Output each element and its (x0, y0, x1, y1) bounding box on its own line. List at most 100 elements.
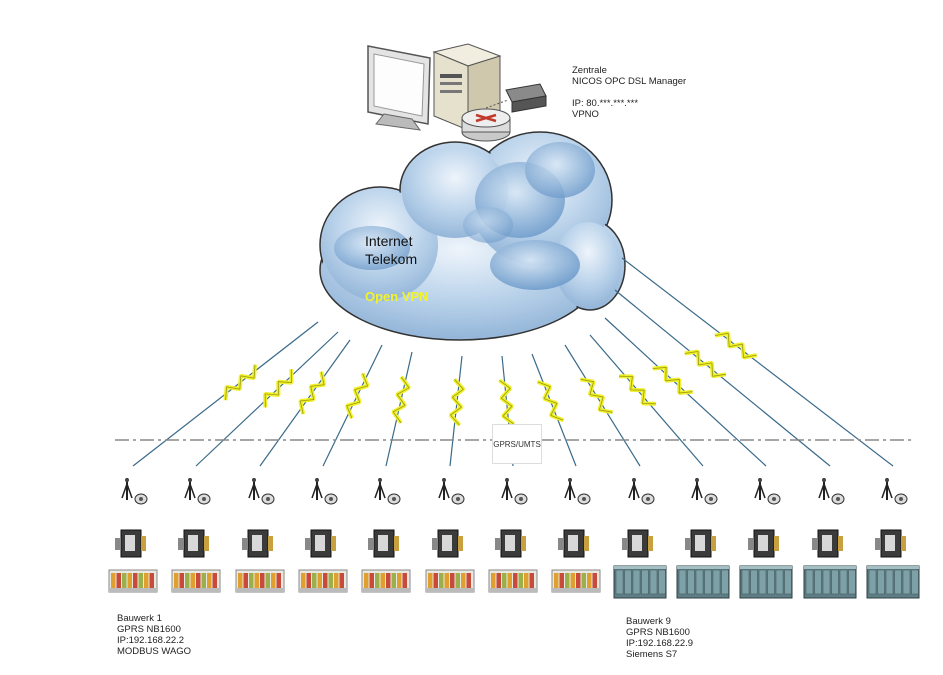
modem-icon (767, 493, 781, 505)
wago-plc-icon (425, 569, 475, 593)
wireless-link (449, 355, 465, 467)
remote-site (488, 478, 538, 593)
cloud-label-telekom: Telekom (365, 251, 418, 267)
antenna-icon (248, 478, 260, 500)
modem-icon (894, 493, 908, 505)
antenna-icon (374, 478, 386, 500)
router-icon (461, 108, 511, 142)
modem-icon (134, 493, 148, 505)
remote-site (739, 478, 793, 599)
gateway-router-icon (305, 529, 336, 558)
wireless-link (604, 317, 767, 467)
remote-sites (108, 478, 920, 599)
antenna-icon (691, 478, 703, 500)
remote-site (676, 478, 730, 599)
gateway-router-icon (432, 529, 463, 558)
central-title: Zentrale (572, 65, 607, 76)
modem-icon (704, 493, 718, 505)
wago-plc-icon (298, 569, 348, 593)
modem-icon (324, 493, 338, 505)
modem-icon (451, 493, 465, 505)
modem-icon (577, 493, 591, 505)
wago-plc-icon (361, 569, 411, 593)
wago-plc-icon (488, 569, 538, 593)
antenna-icon (438, 478, 450, 500)
site-right-name: Bauwerk 9 (626, 616, 671, 627)
central-subtitle: NICOS OPC DSL Manager (572, 76, 687, 87)
wireless-link (259, 339, 351, 467)
internet-cloud (319, 131, 626, 341)
antenna-icon (311, 478, 323, 500)
site-left-ip: IP:192.168.22.2 (117, 635, 185, 646)
monitor-icon (367, 45, 431, 131)
siemens-s7-plc-icon (739, 565, 793, 599)
wago-plc-icon (235, 569, 285, 593)
modem-icon (197, 493, 211, 505)
antenna-icon (818, 478, 830, 500)
antenna-icon (881, 478, 893, 500)
remote-site (361, 478, 411, 593)
gateway-router-icon (178, 529, 209, 558)
gateway-router-icon (368, 529, 399, 558)
site-right-protocol: Siemens S7 (626, 649, 678, 660)
siemens-s7-plc-icon (613, 565, 667, 599)
site-left-protocol: MODBUS WAGO (117, 646, 192, 657)
wireless-link (385, 351, 413, 467)
switch-icon (505, 83, 547, 113)
remote-site (613, 478, 667, 599)
remote-site (866, 478, 920, 599)
wireless-link (195, 331, 339, 467)
site-right-ip: IP:192.168.22.9 (626, 638, 694, 649)
open-vpn-label: Open VPN (365, 289, 429, 304)
modem-icon (261, 493, 275, 505)
wireless-link (531, 353, 577, 467)
remote-site (298, 478, 348, 593)
wireless-links (132, 257, 894, 467)
remote-site (108, 478, 158, 593)
gateway-router-icon (685, 529, 716, 558)
remote-site (235, 478, 285, 593)
wireless-link (589, 334, 704, 467)
wireless-link (132, 321, 319, 467)
siemens-s7-plc-icon (803, 565, 857, 599)
remote-site (171, 478, 221, 593)
wireless-link (621, 257, 894, 467)
cloud-label-internet: Internet (365, 233, 413, 249)
antenna-icon (121, 478, 133, 500)
modem-icon (831, 493, 845, 505)
antenna-icon (184, 478, 196, 500)
gateway-router-icon (115, 529, 146, 558)
gateway-router-icon (558, 529, 589, 558)
antenna-icon (754, 478, 766, 500)
central-ip: IP: 80.***.***.*** (572, 98, 639, 109)
wago-plc-icon (551, 569, 601, 593)
wireless-link (564, 344, 641, 467)
wago-plc-icon (171, 569, 221, 593)
antenna-icon (501, 478, 513, 500)
site-right-modem: GPRS NB1600 (626, 627, 690, 638)
gateway-router-icon (812, 529, 843, 558)
site-left-name: Bauwerk 1 (117, 613, 162, 624)
siemens-s7-plc-icon (676, 565, 730, 599)
remote-site (803, 478, 857, 599)
wireless-link (614, 289, 831, 467)
modem-icon (514, 493, 528, 505)
gateway-router-icon (622, 529, 653, 558)
gateway-router-icon (495, 529, 526, 558)
gateway-router-icon (875, 529, 906, 558)
wireless-link (322, 344, 383, 467)
remote-site (425, 478, 475, 593)
central-vpn: VPNO (572, 109, 599, 120)
antenna-icon (564, 478, 576, 500)
remote-site (551, 478, 601, 593)
gateway-router-icon (748, 529, 779, 558)
gprs-umts-label: GPRS/UMTS (492, 424, 542, 464)
siemens-s7-plc-icon (866, 565, 920, 599)
site-left-modem: GPRS NB1600 (117, 624, 181, 635)
gateway-router-icon (242, 529, 273, 558)
modem-icon (641, 493, 655, 505)
modem-icon (387, 493, 401, 505)
central-server-group (367, 43, 547, 142)
antenna-icon (628, 478, 640, 500)
